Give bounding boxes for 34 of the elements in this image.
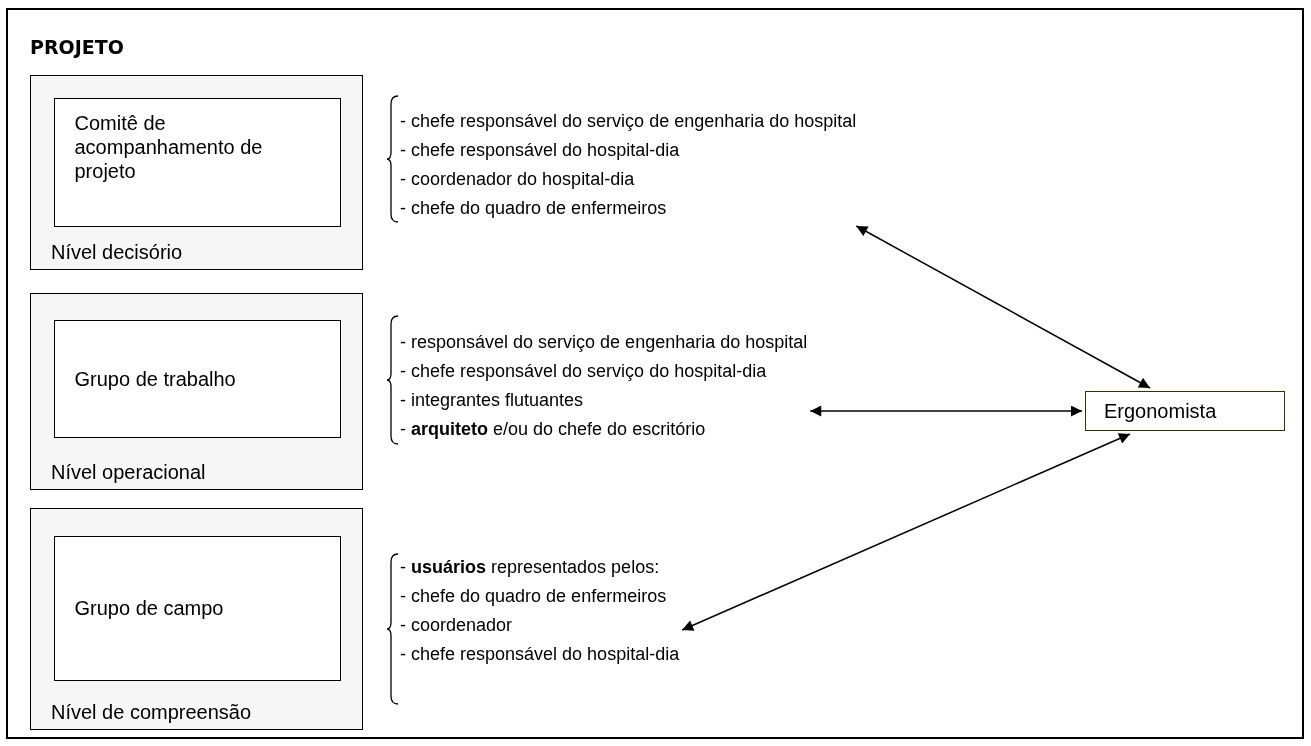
list-item: - chefe do quadro de enfermeiros — [400, 197, 668, 220]
double-arrow — [809, 405, 1083, 417]
group-name: Grupo de trabalho — [74, 366, 236, 391]
role-box — [1085, 391, 1285, 431]
list-item: - chefe responsável do serviço do hospital-dia — [400, 360, 768, 383]
group-name: Grupo de campo — [74, 596, 224, 620]
project-frame — [6, 8, 1304, 739]
double-arrow — [855, 225, 1151, 389]
list-item: - responsável do serviço de engenharia do hospital — [400, 331, 808, 354]
group-box — [53, 535, 341, 681]
group-box — [53, 319, 341, 438]
bracketed-list — [386, 315, 808, 445]
role-name: Ergonomista — [1104, 399, 1217, 423]
frame-title: PROJETO — [30, 36, 124, 58]
group-box — [53, 97, 341, 227]
list-item: - arquiteto e/ou do chefe do escritório — [400, 418, 707, 441]
level-label: Nível de compreensão — [51, 701, 252, 724]
list-item: - chefe responsável do hospital-dia — [400, 139, 681, 162]
level-panel — [30, 75, 363, 270]
bracketed-list — [386, 553, 680, 705]
list-item: - usuários representados pelos: — [400, 556, 661, 579]
level-panel — [30, 508, 363, 730]
list-item: - coordenador do hospital-dia — [400, 168, 636, 191]
list-item: - chefe responsável do serviço de engenharia do hospital — [400, 110, 857, 133]
level-label: Nível decisório — [51, 241, 183, 264]
list-item: - chefe responsável do hospital-dia — [400, 643, 680, 666]
bracketed-list — [386, 95, 857, 223]
list-item: - integrantes flutuantes — [400, 389, 585, 412]
double-arrow — [681, 433, 1131, 631]
level-panel — [30, 293, 363, 490]
list-item: - chefe do quadro de enfermeiros — [400, 585, 668, 608]
group-name: Comitê de acompanhamento de projeto — [74, 110, 264, 183]
level-label: Nível operacional — [51, 461, 206, 484]
list-item: - coordenador — [400, 614, 514, 637]
